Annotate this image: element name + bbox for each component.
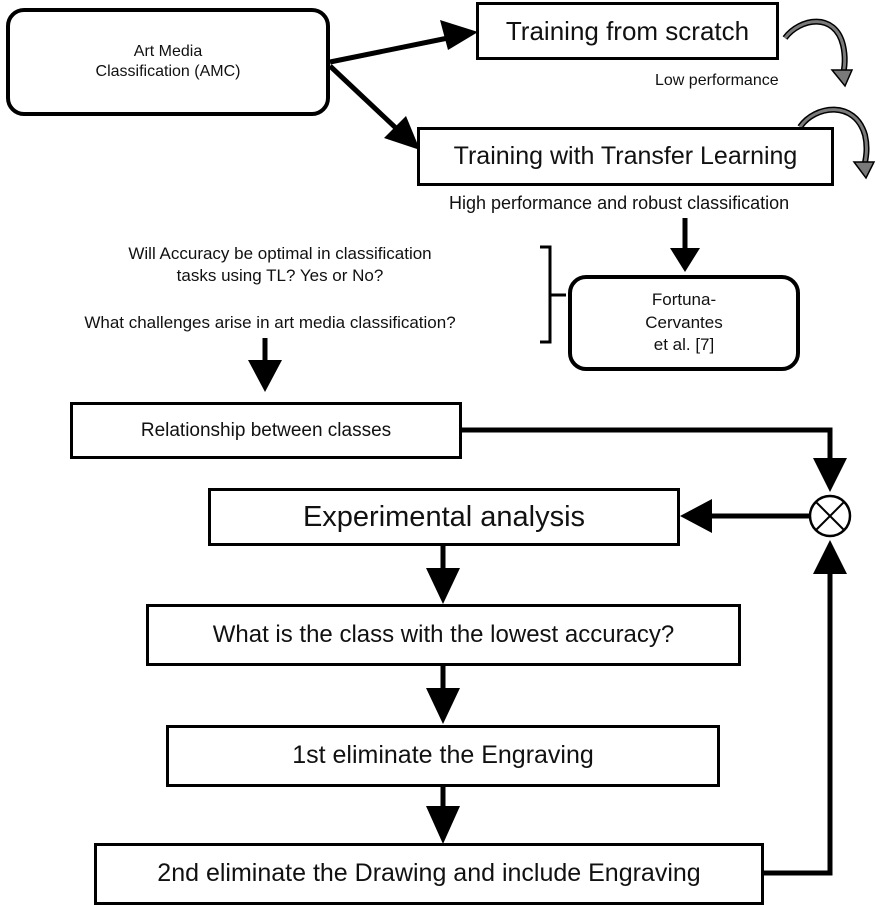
arrow-second-to-combiner-feedback [760,540,847,876]
arrow-questions-to-relationship [248,338,282,392]
lowest-label: What is the class with the lowest accura… [212,621,675,648]
node-experimental-analysis: Experimental analysis [208,488,680,546]
arrow-combiner-to-experimental [680,499,810,533]
node-relationship-between-classes: Relationship between classes [70,402,462,459]
node-training-transfer-learning: Training with Transfer Learning [417,127,834,186]
curved-arrow-high-performance [797,106,876,180]
experimental-label: Experimental analysis [302,500,586,533]
fortuna-line3: et al. [7] [653,335,715,355]
amc-line2: Classification (AMC) [95,63,241,80]
arrow-relationship-to-combiner [460,427,847,492]
arrow-first-to-second [426,785,460,844]
second-label: 2nd eliminate the Drawing and include En… [157,859,701,888]
fortuna-line2: Cervantes [645,312,723,332]
arrow-experimental-to-lowest [426,540,460,604]
combiner-circle-icon [808,494,852,538]
node-lowest-accuracy-class: What is the class with the lowest accura… [146,604,741,666]
scratch-label: Training from scratch [505,15,750,46]
node-training-from-scratch: Training from scratch [476,2,779,60]
relationship-label: Relationship between classes [140,419,392,441]
questions-bracket [540,245,566,344]
first-label: 1st eliminate the Engraving [292,741,594,770]
arrow-amc-to-transfer [328,64,420,150]
amc-line1: Art Media [133,43,203,60]
node-art-media-classification: Art Media Classification (AMC) [6,8,330,116]
transfer-label: Training with Transfer Learning [453,141,798,170]
curved-arrow-low-performance [782,18,854,88]
question-challenges: What challenges arise in art media class… [84,313,456,332]
node-first-eliminate-engraving: 1st eliminate the Engraving [166,725,720,787]
arrow-amc-to-scratch [329,20,478,65]
question-accuracy-line2: tasks using TL? Yes or No? [176,266,384,286]
node-second-eliminate-drawing: 2nd eliminate the Drawing and include En… [94,843,764,905]
fortuna-line1: Fortuna- [651,289,717,309]
arrow-transfer-to-fortuna [670,218,700,272]
high-performance-annotation: High performance and robust classificati… [449,193,790,213]
low-performance-annotation: Low performance [655,72,779,89]
question-accuracy-line1: Will Accuracy be optimal in classificati… [128,244,432,263]
question-accuracy: Will Accuracy be optimal in classificati… [40,243,520,287]
node-fortuna-cervantes: Fortuna- Cervantes et al. [7] [568,275,800,371]
arrow-lowest-to-first [426,664,460,724]
